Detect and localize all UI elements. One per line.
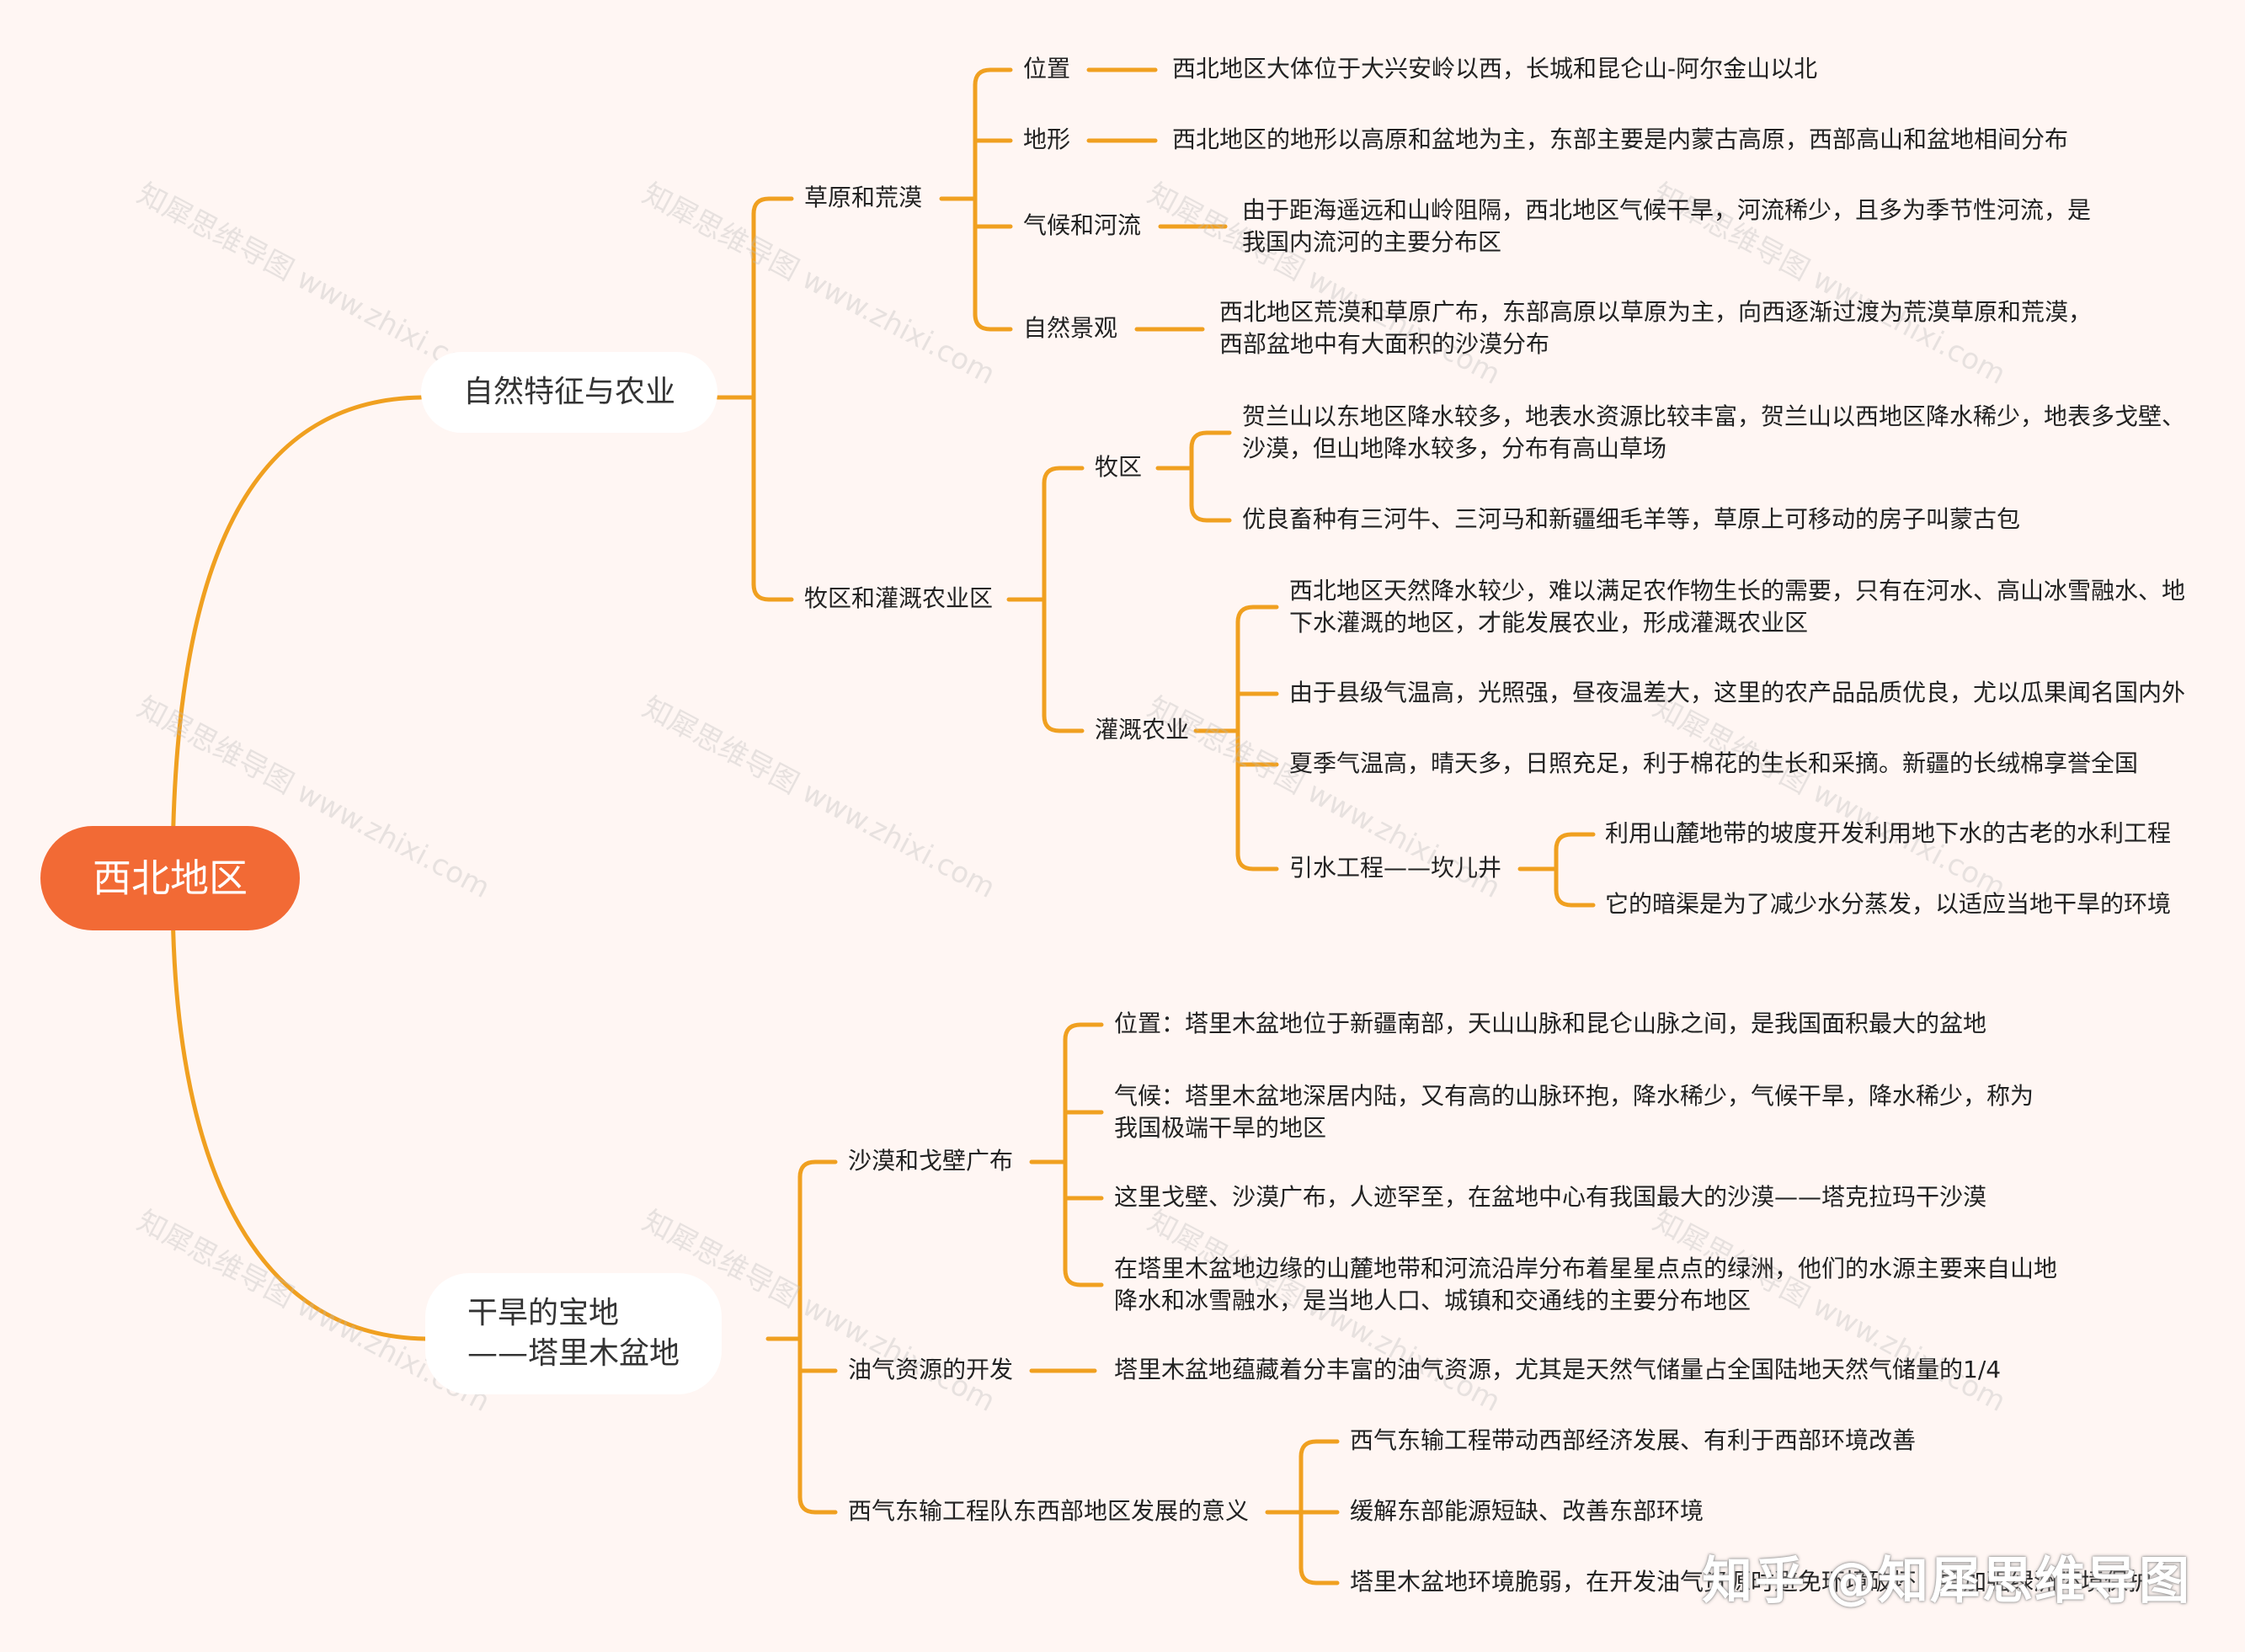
leaf-landscape: 西北地区荒漠和草原广布，东部高原以草原为主，向西逐渐过渡为荒漠草原和荒漠， 西部… [1219,298,2093,358]
leaf-desert-2: 气候：塔里木盆地深居内陆，又有高的山脉环抱，降水稀少，气候干旱，降水稀少，称为 … [1114,1082,2034,1142]
leaf-gas-2: 缓解东部能源短缺、改善东部环境 [1350,1497,1704,1525]
leaf-pasture-2: 优良畜种有三河牛、三河马和新疆细毛羊等，草原上可移动的房子叫蒙古包 [1242,505,2021,533]
connector-line [1189,430,1232,450]
topic-grassland-desert[interactable]: 草原和荒漠 [804,184,923,211]
connector-line [1298,1565,1340,1585]
leaf-karez-1: 利用山麓地带的坡度开发利用地下水的古老的水利工程 [1605,819,2172,847]
topic-climate-rivers[interactable]: 气候和河流 [1023,211,1142,239]
root-node[interactable]: 西北地区 [40,826,300,930]
topic-oil-gas[interactable]: 油气资源的开发 [848,1356,1014,1383]
connector-line [797,1495,838,1515]
leaf-pasture-1: 贺兰山以东地区降水较多，地表水资源比较丰富，贺兰山以西地区降水稀少，地表多戈壁、… [1242,402,2186,462]
brand-watermark: 知乎 @知犀思维导图 [1702,1552,2191,1611]
connector-line [1042,713,1085,733]
connector-line [1063,1022,1104,1042]
topic-pasture-irrigation[interactable]: 牧区和灌溉农业区 [804,584,994,612]
connector-line [1063,1267,1104,1287]
connector-line [1554,887,1596,908]
leaf-oil-gas: 塔里木盆地蕴藏着分丰富的油气资源，尤其是天然气储量占全国陆地天然气储量的1/4 [1114,1356,2002,1383]
topic-pasture[interactable]: 牧区 [1095,453,1143,481]
topic-irrigation[interactable]: 灌溉农业 [1095,716,1190,743]
leaf-irrigation-1: 西北地区天然降水较少，难以满足农作物生长的需要，只有在河水、高山冰雪融水、地 下… [1289,577,2186,637]
topic-location[interactable]: 位置 [1023,55,1071,83]
leaf-irrigation-2: 由于县级气温高，光照强，昼夜温差大，这里的农产品品质优良，尤以瓜果闻名国内外 [1289,679,2186,706]
topic-landscape[interactable]: 自然景观 [1023,314,1118,342]
branch-natural-features[interactable]: 自然特征与农业 [421,352,718,433]
topic-desert-gobi[interactable]: 沙漠和戈壁广布 [848,1147,1014,1175]
connector-line [751,196,794,216]
connector-line [1298,1439,1340,1459]
leaf-desert-1: 位置：塔里木盆地位于新疆南部，天山山脉和昆仑山脉之间，是我国面积最大的盆地 [1114,1010,1987,1037]
leaf-location: 西北地区大体位于大兴安岭以西，长城和昆仑山-阿尔金山以北 [1172,55,1818,83]
leaf-terrain: 西北地区的地形以高原和盆地为主，东部主要是内蒙古高原，西部高山和盆地相间分布 [1172,125,2069,153]
connector-line [1235,851,1279,871]
leaf-gas-1: 西气东输工程带动西部经济发展、有利于西部环境改善 [1350,1426,1917,1454]
branch-tarim-basin[interactable]: 干旱的宝地 ——塔里木盆地 [425,1273,723,1394]
connector-line [751,582,794,602]
leaf-karez-2: 它的暗渠是为了减少水分蒸发，以适应当地干旱的环境 [1605,890,2172,918]
connector-line [973,67,1013,88]
leaf-irrigation-3: 夏季气温高，晴天多，日照充足，利于棉花的生长和采摘。新疆的长绒棉享誉全国 [1289,749,2139,777]
connector-line [1554,832,1596,852]
leaf-gas-3: 塔里木盆地环境脆弱，在开发油气资源时避免环境破坏，要加强绿洲环境保护 [1350,1568,2152,1596]
topic-karez[interactable]: 引水工程——坎儿井 [1289,854,1502,882]
connector-line [170,395,424,878]
topic-west-east-gas[interactable]: 西气东输工程队东西部地区发展的意义 [848,1497,1250,1525]
leaf-climate-rivers: 由于距海遥远和山岭阻隔，西北地区气候干旱，河流稀少，且多为季节性河流，是 我国内… [1242,196,2092,256]
topic-terrain[interactable]: 地形 [1023,125,1071,153]
connector-line [1042,466,1085,486]
connector-line [170,890,428,1341]
connector-line [1235,605,1279,625]
connector-line [797,1159,838,1180]
connector-line [1189,503,1232,523]
leaf-desert-3: 这里戈壁、沙漠广布，人迹罕至，在盆地中心有我国最大的沙漠——塔克拉玛干沙漠 [1114,1183,1987,1211]
leaf-desert-4: 在塔里木盆地边缘的山麓地带和河流沿岸分布着星星点点的绿洲，他们的水源主要来自山地… [1114,1255,2058,1314]
connector-line [973,312,1013,332]
